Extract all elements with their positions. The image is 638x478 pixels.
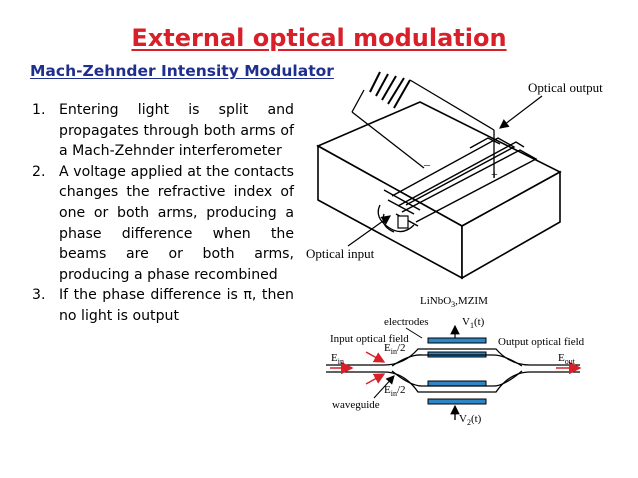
list-item: 3. If the phase difference is π, then no… [32, 285, 294, 326]
voltage-source-icon [351, 71, 495, 178]
crystal-block [316, 101, 562, 280]
mzim-schematic: LiNbO3,MZIM electrodes V1(t) Input optic… [326, 295, 585, 427]
v2-label: V2(t) [459, 413, 482, 427]
output-field-label: Output optical field [498, 336, 585, 348]
input-field-label: Input optical field [330, 333, 409, 345]
list-number: 3. [32, 287, 46, 304]
list-number: 2. [32, 163, 46, 180]
electrode-bar [427, 351, 487, 358]
waveguide-label: waveguide [332, 399, 380, 411]
half-top-label: Ein/2 [384, 342, 406, 356]
v1-label: V1(t) [462, 316, 485, 330]
list-item: 1. Entering light is split and propagate… [32, 100, 294, 162]
e-in-label: Ein [331, 352, 344, 366]
e-out-label: Eout [558, 352, 576, 366]
bullet-list: 1. Entering light is split and propagate… [32, 100, 294, 327]
slide-title: External optical modulation [131, 24, 507, 52]
half-bottom-label: Ein/2 [384, 384, 406, 398]
top-electrodes [383, 137, 538, 227]
material-label: LiNbO3,MZIM [420, 295, 488, 309]
electrode-bar [427, 337, 487, 344]
slide-subtitle: Mach-Zehnder Intensity Modulator [30, 62, 334, 80]
list-text: If the phase difference is π, then no li… [59, 287, 294, 324]
list-text: A voltage applied at the contacts change… [59, 163, 294, 283]
optical-input-label: Optical input [306, 246, 375, 261]
plus-sign: + [491, 167, 498, 181]
waveguide-path [326, 348, 580, 393]
electrode-bar [427, 380, 487, 387]
list-number: 1. [32, 102, 46, 118]
list-item: 2. A voltage applied at the contacts cha… [32, 162, 294, 286]
electrode-bar [427, 398, 487, 405]
electrodes-label: electrodes [384, 316, 429, 328]
optical-output-label: Optical output [528, 80, 603, 95]
list-text: Entering light is split and propagates t… [59, 102, 294, 160]
minus-sign: – [423, 157, 431, 171]
